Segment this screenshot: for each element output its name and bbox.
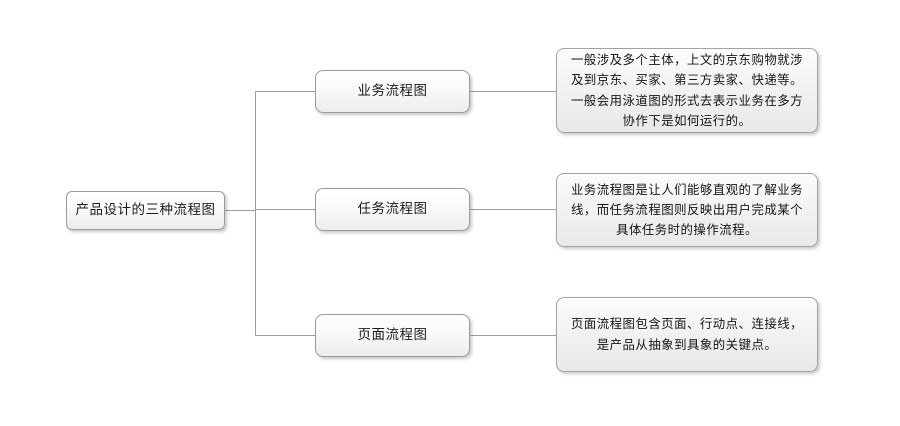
node-branch-label: 页面流程图	[357, 327, 428, 344]
node-description-task-flow[interactable]: 业务流程图是让人们能够直观的了解业务线，而任务流程图则反映出用户完成某个具体任务…	[556, 173, 818, 247]
node-branch-page-flow[interactable]: 页面流程图	[315, 314, 470, 357]
node-branch-task-flow[interactable]: 任务流程图	[315, 188, 470, 231]
node-root-label: 产品设计的三种流程图	[75, 202, 216, 219]
node-branch-business-flow[interactable]: 业务流程图	[315, 70, 470, 113]
node-branch-label: 任务流程图	[357, 201, 428, 218]
node-description-text: 业务流程图是让人们能够直观的了解业务线，而任务流程图则反映出用户完成某个具体任务…	[570, 181, 804, 238]
node-description-text: 一般涉及多个主体，上文的京东购物就涉及到京东、买家、第三方卖家、快递等。一般会用…	[570, 52, 804, 128]
node-description-text: 页面流程图包含页面、行动点、连接线，是产品从抽象到具象的关键点。	[570, 316, 804, 352]
node-branch-label: 业务流程图	[357, 83, 428, 100]
node-root[interactable]: 产品设计的三种流程图	[66, 191, 225, 230]
node-description-page-flow[interactable]: 页面流程图包含页面、行动点、连接线，是产品从抽象到具象的关键点。	[556, 297, 818, 372]
node-description-business-flow[interactable]: 一般涉及多个主体，上文的京东购物就涉及到京东、买家、第三方卖家、快递等。一般会用…	[556, 48, 818, 133]
